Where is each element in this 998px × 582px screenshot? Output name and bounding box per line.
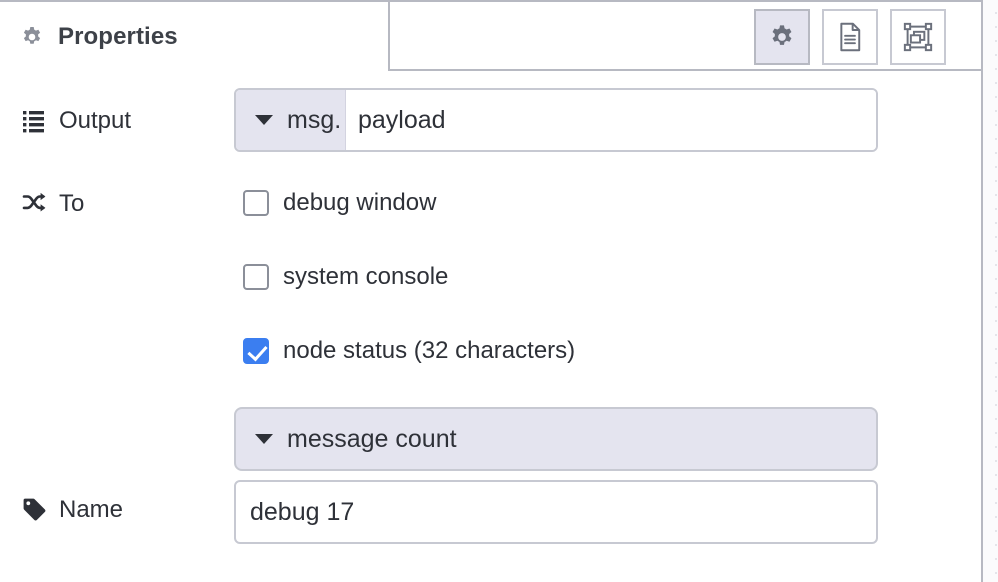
panel-tab-bar: Properties [0,2,982,71]
panel-top-border [0,0,982,2]
chevron-down-icon [255,434,273,444]
checkbox-debug-window[interactable]: debug window [243,190,436,216]
tab-bar-underline [390,69,982,71]
list-icon [22,108,47,133]
form-row-to: To debug window system console node stat… [0,171,982,471]
gear-icon [768,23,796,51]
tab-properties-label: Properties [58,22,178,50]
output-label: Output [22,108,131,133]
output-typed-input[interactable]: msg. payload [234,88,878,152]
name-input[interactable]: debug 17 [234,480,878,544]
panel-right-divider [981,0,983,582]
checkbox-system-console-label: system console [283,263,449,290]
appearance-tab-button[interactable] [890,9,946,65]
checkbox-debug-window-label: debug window [283,189,437,216]
output-type-dropdown[interactable]: msg. [236,90,346,150]
gear-icon [20,25,44,49]
checkbox-system-console[interactable]: system console [243,264,448,290]
checkbox-debug-window-box[interactable] [243,190,269,216]
checkbox-node-status-label: node status (32 characters) [283,337,576,364]
properties-form: Output msg. payload [0,71,982,582]
flow-canvas-strip [983,0,998,582]
status-type-select-value: message count [287,424,457,453]
form-row-output: Output msg. payload [0,71,982,171]
output-type-label: msg. [287,105,342,134]
name-label-text: Name [59,495,124,523]
panel-toolbar [754,9,946,65]
document-icon [836,22,864,52]
output-property-input[interactable]: payload [346,90,876,150]
to-label-text: To [59,189,85,217]
checkbox-system-console-box[interactable] [243,264,269,290]
tag-icon [22,497,47,522]
tab-properties[interactable]: Properties [0,2,390,71]
appearance-icon [903,22,933,52]
shuffle-icon [22,191,47,216]
checkbox-node-status-box[interactable] [243,338,269,364]
checkbox-node-status[interactable]: node status (32 characters) [243,338,575,364]
properties-tab-button[interactable] [754,9,810,65]
chevron-down-icon [255,115,273,125]
output-label-text: Output [59,106,132,134]
form-row-name: Name debug 17 [0,471,982,581]
name-label: Name [22,497,123,522]
to-label: To [22,191,84,216]
description-tab-button[interactable] [822,9,878,65]
status-type-select[interactable]: message count [234,407,878,471]
